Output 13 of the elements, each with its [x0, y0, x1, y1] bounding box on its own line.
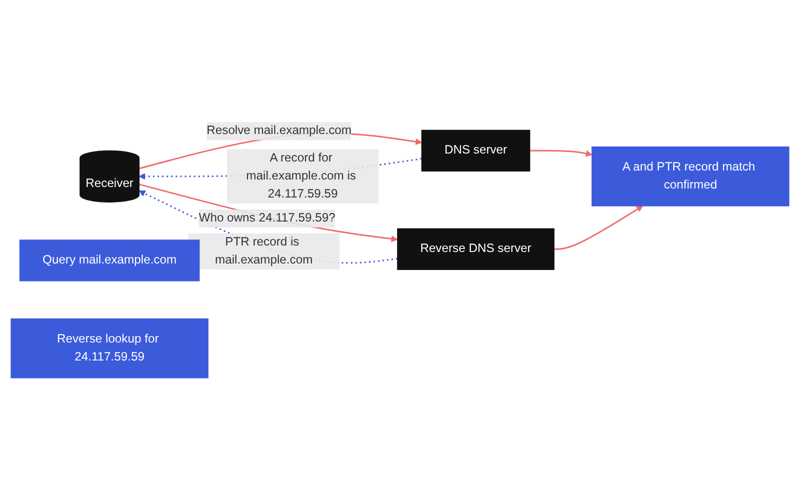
arrow — [554, 206, 644, 250]
edge-label: PTR record is mail.example.com — [215, 236, 313, 267]
node-box: Reverse DNS server — [397, 228, 554, 270]
arrow — [138, 184, 398, 242]
node-box: Query mail.example.com — [19, 240, 200, 282]
node-box: DNS server — [421, 130, 530, 172]
arrow — [138, 190, 398, 264]
node-box: Reverse lookup for 24.117.59.59 — [10, 318, 208, 378]
edge-label: A record for mail.example.com is 24.117.59.59 — [246, 151, 356, 201]
node-box: A and PTR record match confirmed — [592, 146, 790, 206]
arrow — [530, 150, 592, 157]
edge-label: Who owns 24.117.59.59? — [198, 212, 336, 224]
edge-label: Resolve mail.example.com — [206, 124, 352, 138]
